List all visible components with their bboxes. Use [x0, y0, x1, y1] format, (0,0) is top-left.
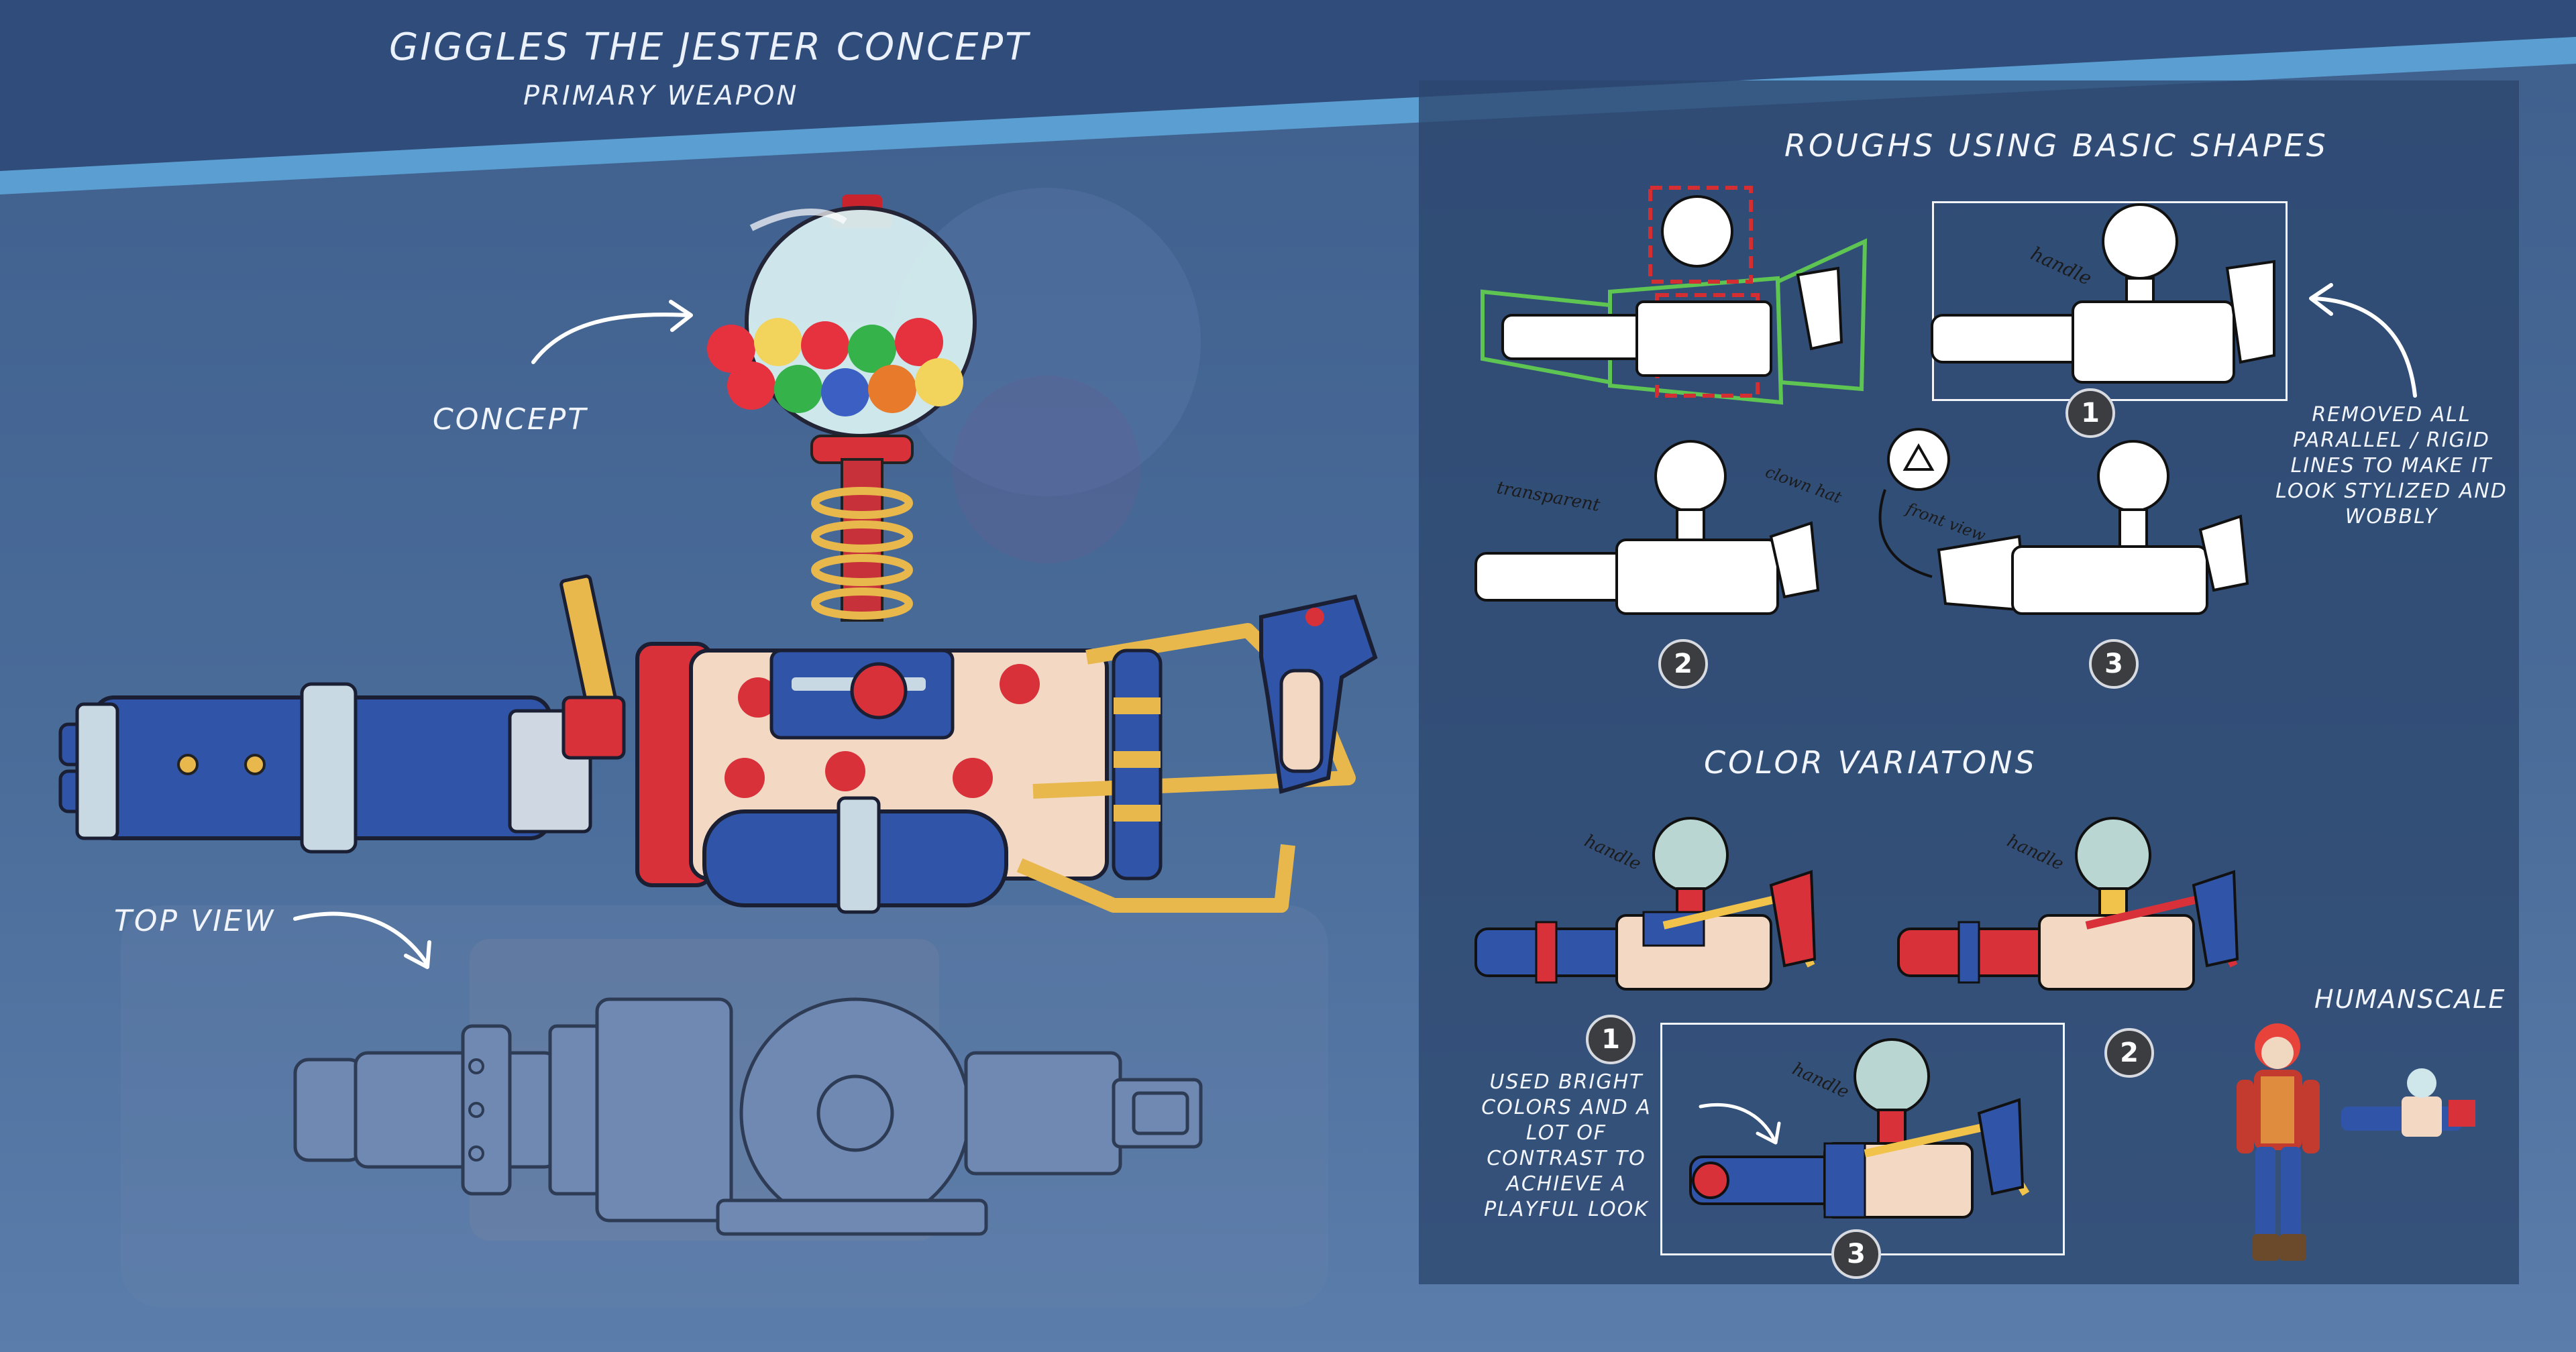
humanscale-jester-figure [2237, 1023, 2475, 1261]
concept-label: CONCEPT [433, 402, 588, 437]
weapon-top-view [293, 997, 1203, 1236]
rough-sketch-1: handle [1931, 203, 2275, 384]
roughs-title: ROUGHS USING BASIC SHAPES [1784, 127, 2328, 164]
rough-1-handle-label: handle [2027, 242, 2095, 290]
rough-sketch-3: front view [1878, 428, 2249, 615]
rough-2-transparent-label: transparent [1495, 477, 1602, 516]
color-variant-1: handle [1474, 817, 1817, 991]
top-view-label: TOP VIEW [114, 904, 276, 938]
concept-arrow-icon [531, 300, 693, 364]
color-3-handle-label: handle [1789, 1059, 1852, 1103]
color-note-arrow-icon [1699, 1103, 1781, 1145]
color-badge-1: 1 [1586, 1015, 1635, 1064]
rough-sketch-2: transparent clown hat [1474, 440, 1844, 615]
color-variations-title: COLOR VARIATONS [1704, 744, 2037, 781]
color-badge-2: 2 [2104, 1028, 2154, 1078]
color-1-handle-label: handle [1581, 831, 1644, 875]
rough-sketch-shapes [1481, 186, 1868, 405]
color-variant-3: handle [1689, 1038, 2030, 1219]
rough-note-arrow-icon [2309, 283, 2417, 398]
roughs-note: REMOVED ALL PARALLEL / RIGID LINES TO MA… [2275, 403, 2508, 528]
rough-3-front-view-label: front view [1902, 499, 1988, 545]
right-panel [1419, 80, 2519, 1284]
color-variant-2: handle [1897, 817, 2239, 991]
weapon-concept-render [58, 194, 1378, 914]
color-note: USED BRIGHT COLORS AND A LOT OF CONTRAST… [1481, 1070, 1652, 1221]
page-subtitle: PRIMARY WEAPON [523, 80, 799, 111]
color-2-handle-label: handle [2004, 831, 2067, 875]
rough-badge-1: 1 [2065, 388, 2115, 438]
header-band [0, 0, 2576, 194]
page-title: GIGGLES THE JESTER CONCEPT [389, 25, 1030, 69]
top-view-arrow-icon [293, 911, 431, 969]
color-badge-3: 3 [1831, 1229, 1881, 1279]
rough-badge-2: 2 [1658, 639, 1708, 689]
humanscale-label: HUMANSCALE [2314, 984, 2506, 1014]
rough-badge-3: 3 [2089, 639, 2139, 689]
rough-2-clown-hat-label: clown hat [1763, 462, 1844, 507]
